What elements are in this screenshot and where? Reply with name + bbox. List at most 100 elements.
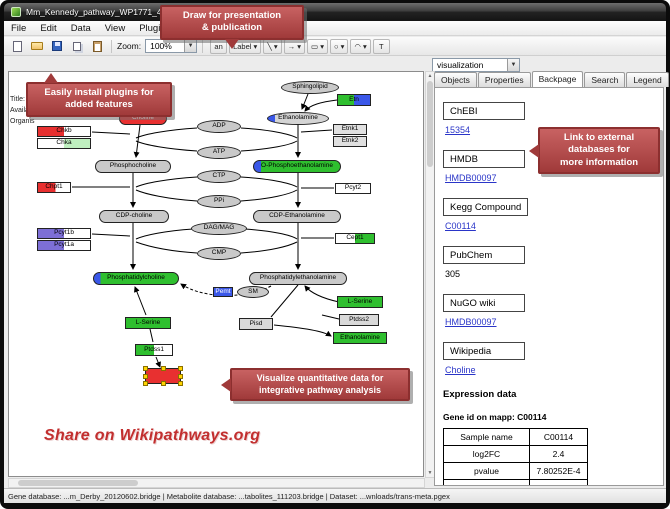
menu-item-view[interactable]: View — [104, 22, 126, 34]
ellipse-tool-button[interactable]: ○ ▾ — [329, 38, 349, 54]
expression-table-cell: Sample name — [443, 428, 530, 446]
tab-properties[interactable]: Properties — [477, 72, 531, 87]
node-pemt[interactable]: Pemt — [213, 287, 233, 297]
visualization-dropdown[interactable]: visualization ▼ — [432, 58, 520, 72]
chevron-down-icon[interactable]: ▼ — [507, 59, 519, 71]
node-atp[interactable]: ATP — [197, 146, 241, 159]
chebi-value[interactable]: 15354 — [445, 125, 471, 135]
node-sm[interactable]: SM — [237, 286, 269, 298]
node-cmp[interactable]: CMP — [197, 247, 241, 260]
node-pcyt1b[interactable]: Pcyt1b — [37, 228, 91, 239]
node-phosphatidylcholine[interactable]: Phosphatidylcholine — [93, 272, 179, 285]
vertical-scroll-thumb[interactable] — [427, 81, 433, 167]
chevron-down-icon[interactable]: ▼ — [184, 40, 197, 52]
selection-handle[interactable] — [178, 366, 183, 371]
scroll-down-icon[interactable]: ▼ — [427, 470, 433, 476]
node-cdp-choline[interactable]: CDP-choline — [99, 210, 169, 223]
nugo-wiki-value[interactable]: HMDB00097 — [445, 317, 497, 327]
kegg-compound-value[interactable]: C00114 — [445, 221, 476, 231]
tab-backpage[interactable]: Backpage — [531, 71, 584, 87]
save-button[interactable] — [48, 38, 66, 54]
node-cept1[interactable]: Cept1 — [335, 233, 375, 244]
pathway-info-box: Title: Availab Organis — [10, 94, 36, 127]
node-pisd[interactable]: Pisd — [239, 318, 273, 330]
toolbar-separator — [111, 39, 112, 53]
chebi-header: ChEBI — [443, 102, 525, 120]
line-tool-button[interactable]: ╲ ▾ — [263, 38, 282, 54]
hmdb-value[interactable]: HMDB00097 — [445, 173, 497, 183]
node-ptdss2[interactable]: Ptdss2 — [339, 314, 379, 326]
info-organism: Organis — [10, 118, 35, 125]
node-o-phosphoethanolamine[interactable]: O-Phosphoethanolamine — [253, 160, 341, 173]
node-phosphocholine[interactable]: Phosphocholine — [95, 160, 171, 173]
node-ethanolamine[interactable]: Ethanolamine — [333, 332, 387, 344]
tab-legend[interactable]: Legend — [626, 72, 669, 87]
toolbar-separator — [202, 39, 204, 53]
node-chpt1[interactable]: Chpt1 — [37, 182, 71, 193]
title-bar[interactable]: Mm_Kennedy_pathway_WP1771_45176.gpml — [4, 3, 666, 21]
node-cdp-ethanolamine[interactable]: CDP-Ethanolamine — [253, 210, 341, 223]
node-ppi[interactable]: PPi — [197, 195, 241, 208]
menu-item-data[interactable]: Data — [70, 22, 91, 34]
node-l-serine[interactable]: L-Serine — [125, 317, 171, 329]
menu-item-plugins[interactable]: Plugins — [139, 22, 171, 34]
new-file-button[interactable] — [8, 38, 26, 54]
zoom-dropdown[interactable]: 100% ▼ — [145, 39, 198, 53]
paste-button[interactable] — [88, 38, 106, 54]
node-adp[interactable]: ADP — [197, 120, 241, 133]
node-sphingolipid[interactable]: Sphingolipid — [281, 81, 339, 94]
pathway-canvas[interactable]: Title: Availab Organis — [8, 71, 424, 477]
selection-handle[interactable] — [143, 374, 148, 379]
tab-search[interactable]: Search — [584, 72, 626, 87]
arc-tool-button[interactable]: ◠ ▾ — [350, 38, 371, 54]
node-ctp[interactable]: CTP — [197, 170, 241, 183]
selection-handle[interactable] — [178, 374, 183, 379]
menu-item-edit[interactable]: Edit — [40, 22, 57, 34]
callout-arrow — [221, 377, 231, 392]
wikipedia-header: Wikipedia — [443, 342, 525, 360]
text-tool-button[interactable]: T — [372, 38, 390, 54]
node-ptdss1[interactable]: Ptdss1 — [135, 344, 173, 356]
tab-objects[interactable]: Objects — [434, 72, 477, 87]
node-dag-mag[interactable]: DAG/MAG — [191, 222, 247, 235]
selection-handle[interactable] — [161, 366, 166, 371]
node-phosphatidylethanolamine[interactable]: Phosphatidylethanolamine — [249, 272, 347, 285]
node-pcyt1a[interactable]: Pcyt1a — [37, 240, 91, 251]
node-etnk1[interactable]: Etnk1 — [333, 124, 367, 135]
node-etnk2[interactable]: Etnk2 — [333, 136, 367, 147]
scroll-up-icon[interactable]: ▲ — [427, 73, 433, 79]
node-chkb[interactable]: Chkb — [37, 126, 91, 137]
node-pcyt2[interactable]: Pcyt2 — [335, 183, 371, 194]
wikipedia-value[interactable]: Choline — [445, 365, 476, 375]
horizontal-scrollbar[interactable] — [8, 478, 425, 488]
hmdb-header: HMDB — [443, 150, 525, 168]
callout-draw-presentation: Draw for presentation & publication — [160, 5, 304, 49]
selection-handle[interactable] — [143, 381, 148, 386]
nugo-wiki-header: NuGO wiki — [443, 294, 525, 312]
callout-arrow — [225, 38, 239, 49]
paste-icon — [92, 40, 102, 52]
node-etn[interactable]: Etn — [337, 94, 371, 106]
selected-node[interactable] — [143, 366, 183, 386]
horizontal-scroll-thumb[interactable] — [18, 480, 138, 486]
node-ethanolamine[interactable]: Ethanolamine — [267, 112, 329, 125]
menu-item-file[interactable]: File — [11, 22, 27, 34]
selection-handle[interactable] — [161, 381, 166, 386]
arrow-tool-button[interactable]: → ▾ — [283, 38, 306, 54]
node-chka[interactable]: Chka — [37, 138, 91, 149]
section-chebi: ChEBI 15354 — [443, 101, 655, 135]
selection-handle[interactable] — [178, 381, 183, 386]
app-body: FileEditDataViewPluginsHelp Zoom: 100% ▼… — [4, 21, 669, 503]
open-button[interactable] — [28, 38, 46, 54]
node-l-serine[interactable]: L-Serine — [337, 296, 383, 308]
expression-table-cell: met — [529, 479, 588, 485]
copy-button[interactable] — [68, 38, 86, 54]
selection-handle[interactable] — [143, 366, 148, 371]
rectangle-tool-button[interactable]: ▭ ▾ — [307, 38, 328, 54]
